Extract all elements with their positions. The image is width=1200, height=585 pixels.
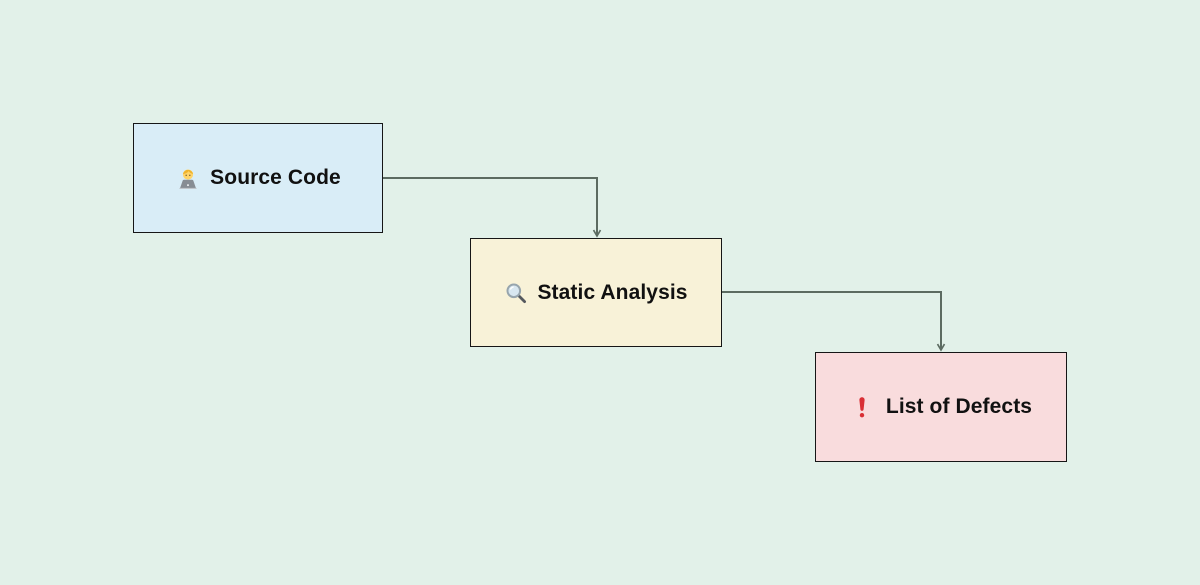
technologist-icon	[175, 165, 201, 191]
magnifying-glass-icon	[504, 281, 528, 305]
red-exclamation-icon	[850, 395, 874, 419]
node-source-code[interactable]: Source Code	[133, 123, 383, 233]
node-label: List of Defects	[885, 395, 1033, 418]
node-label: Source Code	[210, 166, 341, 189]
node-static-analysis[interactable]: Static Analysis	[470, 238, 722, 347]
edge-source-to-analysis	[383, 177, 602, 238]
node-list-of-defects[interactable]: List of Defects	[815, 352, 1067, 462]
edge-analysis-to-defects	[722, 291, 946, 352]
node-label: Static Analysis	[537, 280, 688, 304]
